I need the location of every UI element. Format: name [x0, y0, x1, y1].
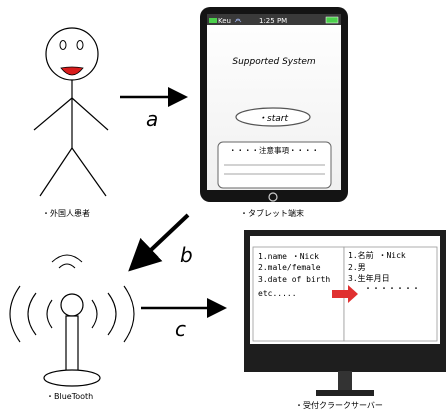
signal-icon — [209, 18, 217, 23]
right-line-4: ・・・・・・・ — [364, 284, 420, 293]
bluetooth-caption: ・BlueTooth — [46, 392, 93, 401]
monitor-stand — [316, 390, 374, 396]
right-line-2: 2.男 — [348, 263, 366, 272]
arrow-b — [128, 213, 190, 272]
signal-wave-left-mid — [27, 292, 37, 336]
carrier-label: Keu — [218, 17, 231, 25]
left-pane — [252, 246, 345, 342]
arrow-a-label: a — [146, 107, 158, 131]
patient-right-eye — [76, 40, 84, 50]
signal-wave-top-outer — [51, 254, 83, 263]
patient-caption: ・外国人患者 — [42, 208, 90, 218]
patient-right-arm — [71, 97, 109, 131]
patient-figure — [33, 27, 109, 197]
bluetooth-device — [9, 254, 135, 387]
right-line-3: 3.生年月日 — [348, 273, 390, 283]
signal-wave-left-inner — [46, 299, 53, 329]
arrow-c-label: c — [175, 317, 186, 341]
right-pane — [343, 246, 438, 342]
arrow-b-label: b — [180, 243, 193, 267]
left-line-2: 2.male/female — [258, 263, 321, 272]
tablet-title: Supported System — [232, 57, 315, 67]
left-line-1: 1.name ・Nick — [258, 252, 319, 261]
transmitter-base — [43, 369, 101, 387]
signal-wave-left-outer — [9, 285, 21, 343]
wifi-icon — [234, 18, 242, 23]
start-button[interactable] — [235, 107, 311, 127]
server-monitor: 1.name ・Nick 2.male/female 3.date of bir… — [244, 230, 446, 396]
tablet-device: Keu 1:25 PM Supported System ・start ・・・・… — [200, 7, 348, 202]
patient-left-eye — [59, 40, 67, 50]
translate-arrow-icon — [332, 285, 358, 303]
signal-wave-right-inner — [91, 299, 98, 329]
transmitter-pole — [65, 315, 79, 373]
signal-wave-right-outer — [123, 285, 135, 343]
right-line-1: 1.名前 ・Nick — [348, 250, 406, 260]
patient-left-leg — [39, 147, 73, 197]
signal-wave-top-inner — [58, 263, 76, 269]
patient-mouth — [60, 66, 84, 76]
left-line-3: 3.date of birth — [258, 275, 330, 284]
start-button-label: ・start — [258, 114, 288, 124]
signal-wave-right-mid — [107, 292, 117, 336]
tablet-status-bar — [207, 14, 341, 25]
monitor-neck — [338, 371, 352, 391]
left-line-4: etc..... — [258, 289, 297, 298]
patient-right-leg — [71, 147, 107, 197]
battery-icon — [325, 16, 339, 24]
server-caption: ・受付クラークサーバー — [295, 400, 383, 410]
notice-label: ・・・・注意事項・・・・ — [229, 145, 319, 155]
clock-label: 1:25 PM — [259, 17, 287, 25]
home-button[interactable] — [268, 192, 278, 202]
patient-left-arm — [33, 97, 73, 131]
transmitter-head — [60, 293, 84, 317]
tablet-caption: ・タブレット端末 — [240, 208, 304, 218]
